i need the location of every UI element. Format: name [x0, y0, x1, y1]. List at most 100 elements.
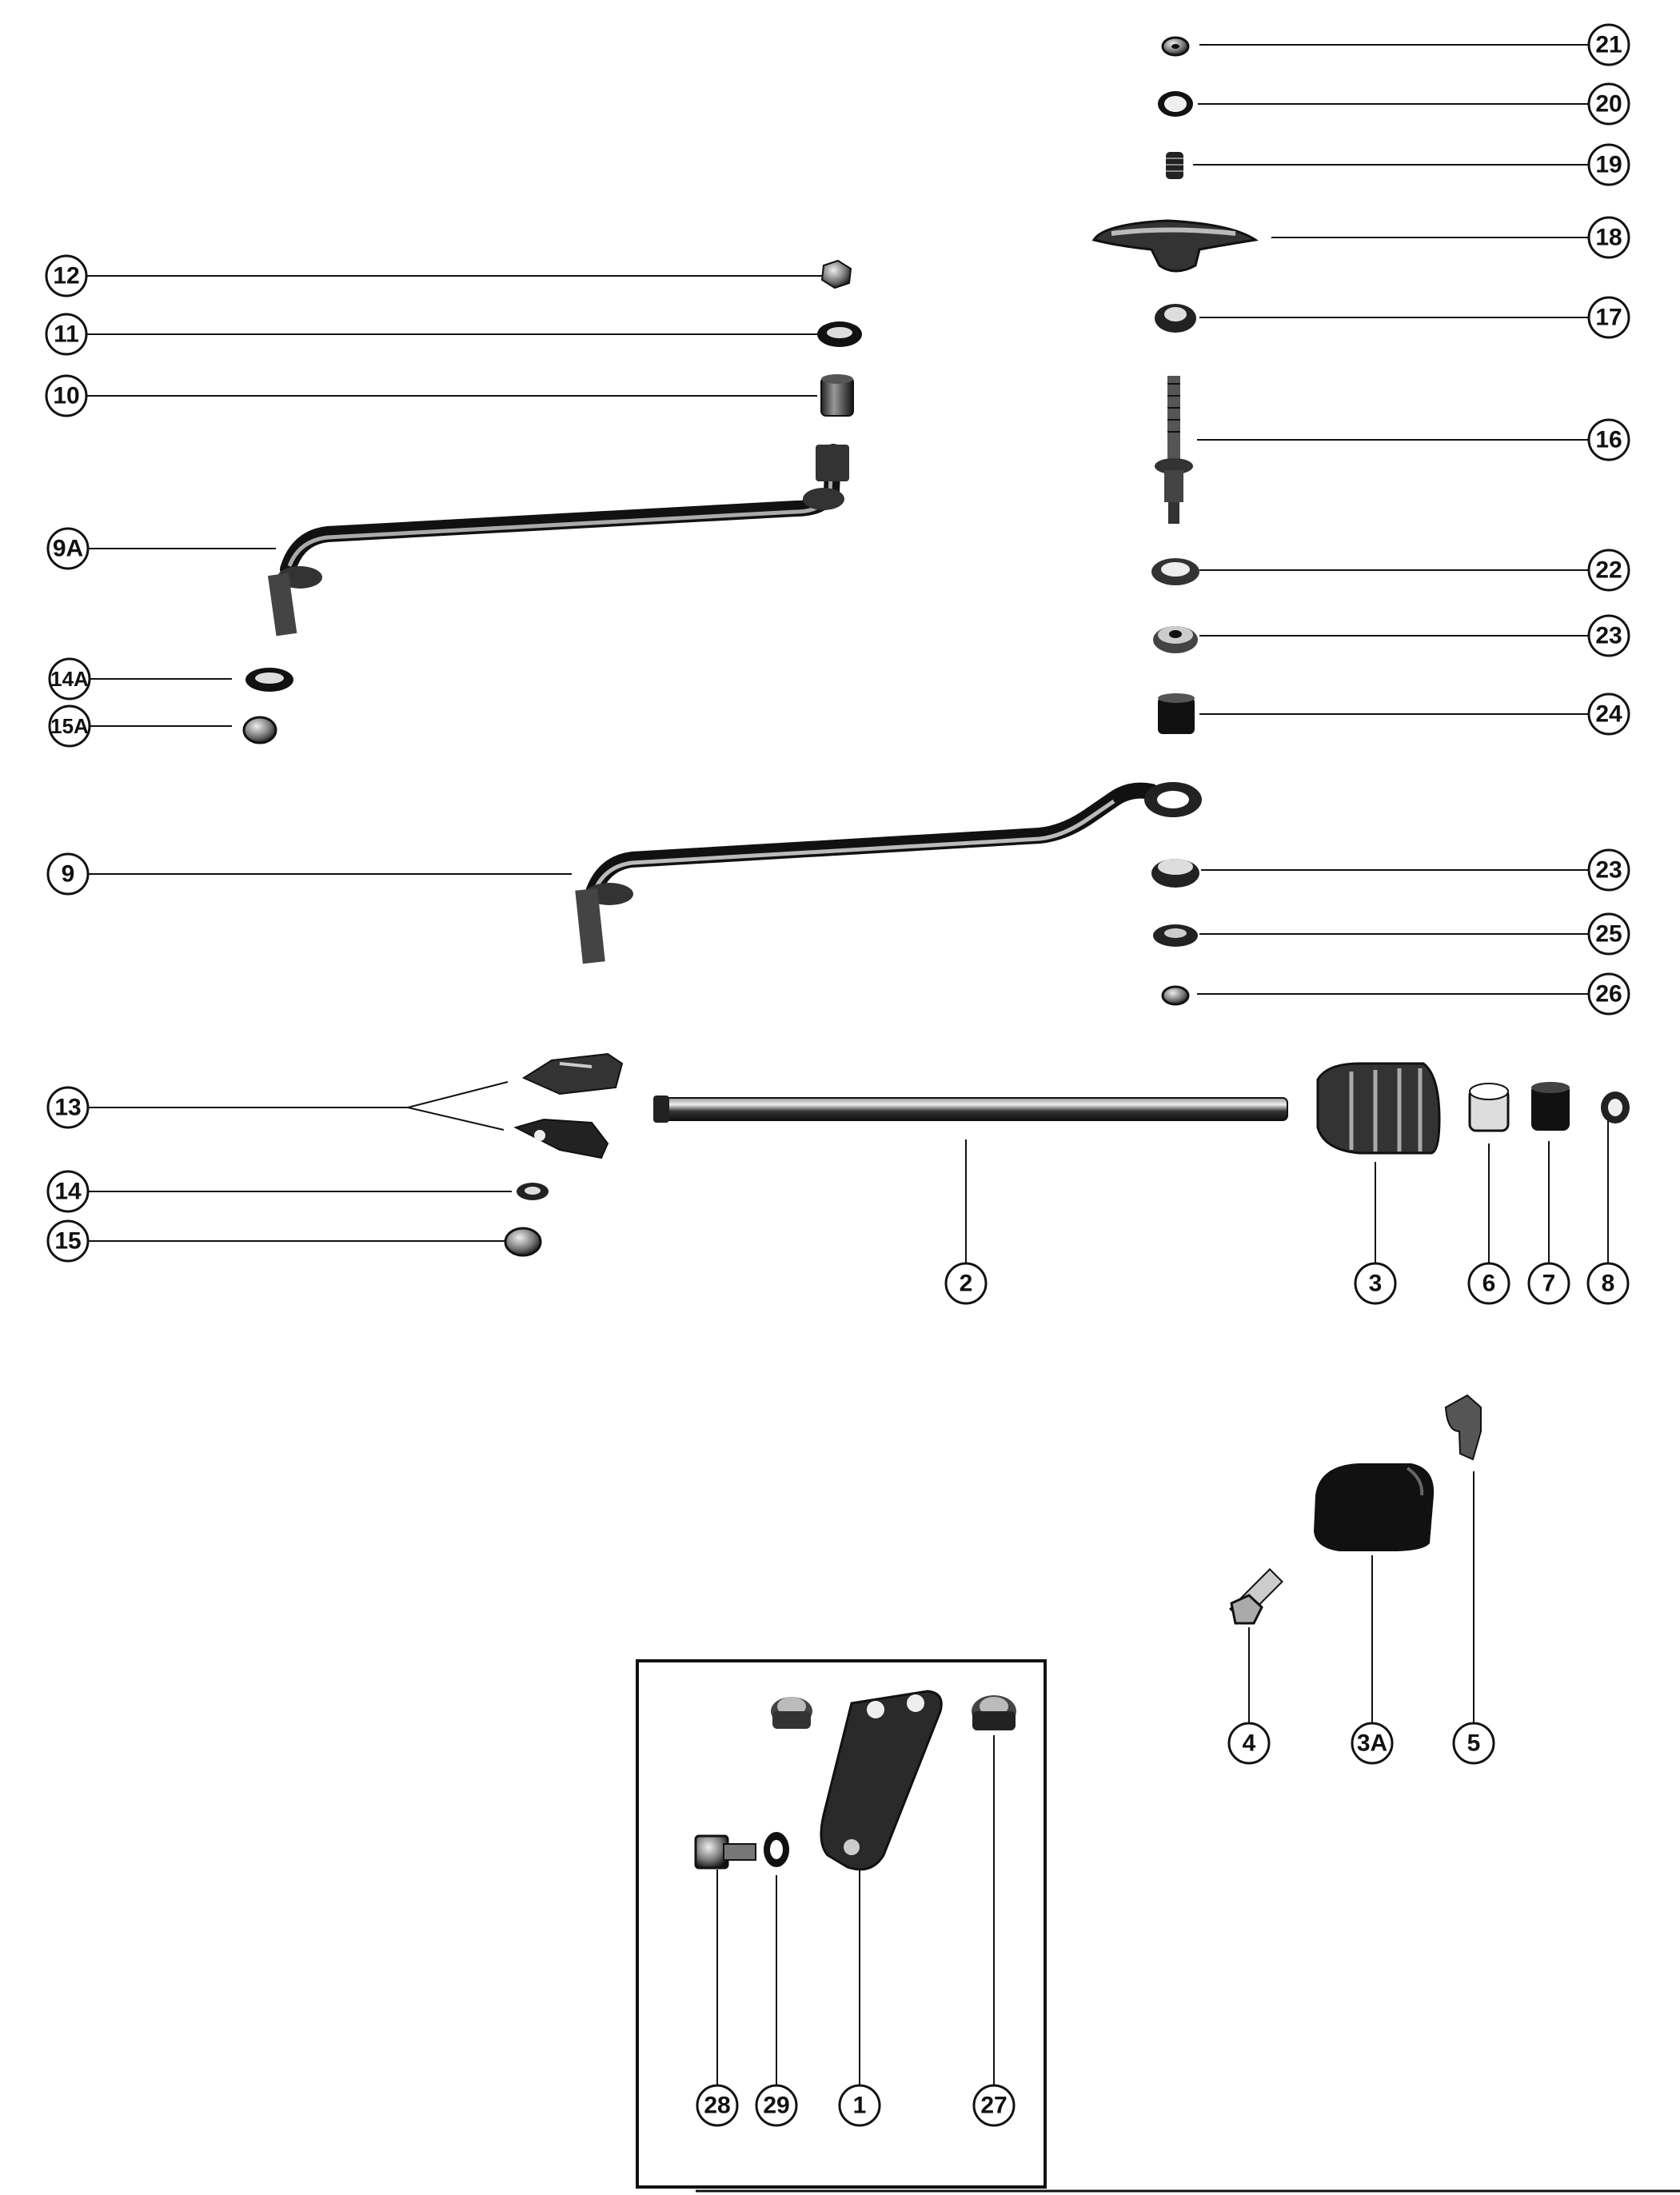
- callout-16: 16: [1587, 418, 1630, 461]
- svg-text:21: 21: [1595, 32, 1622, 58]
- part-9A-shift-rod: [267, 444, 849, 637]
- part-14-washer: [517, 1183, 549, 1200]
- svg-text:25: 25: [1595, 921, 1622, 948]
- callout-10: 10: [45, 374, 88, 417]
- part-27-grommet-right: [972, 1695, 1016, 1730]
- part-12-nut: [820, 259, 852, 289]
- callout-12: 12: [45, 254, 88, 297]
- part-11-washer: [817, 321, 862, 347]
- callout-9A: 9A: [46, 527, 90, 570]
- svg-text:9: 9: [62, 861, 75, 888]
- part-16-stud: [1155, 376, 1193, 524]
- part-8-washer: [1601, 1092, 1630, 1123]
- svg-text:10: 10: [53, 383, 79, 409]
- svg-text:16: 16: [1595, 427, 1622, 453]
- callout-14A: 14A: [48, 657, 91, 700]
- callout-23-lower: 23: [1587, 848, 1630, 892]
- svg-text:2: 2: [960, 1271, 973, 1297]
- part-5-clip: [1444, 1394, 1482, 1461]
- part-26-nut: [1161, 985, 1190, 1006]
- svg-text:4: 4: [1243, 1730, 1256, 1757]
- svg-text:28: 28: [704, 2093, 730, 2119]
- callout-11: 11: [45, 313, 88, 356]
- callout-17: 17: [1587, 296, 1630, 339]
- callout-15: 15: [46, 1219, 90, 1263]
- svg-text:23: 23: [1595, 623, 1622, 649]
- part-20-washer: [1158, 91, 1193, 117]
- callout-1: 1: [838, 2084, 881, 2127]
- callout-19: 19: [1587, 143, 1630, 186]
- part-23-bushing-upper: [1153, 626, 1198, 653]
- callout-21: 21: [1587, 23, 1630, 66]
- part-13-clips: [513, 1052, 624, 1159]
- svg-text:8: 8: [1602, 1271, 1615, 1297]
- part-25-washer: [1153, 924, 1198, 947]
- svg-text:23: 23: [1595, 857, 1622, 884]
- callout-5: 5: [1452, 1722, 1495, 1765]
- callout-6: 6: [1467, 1262, 1510, 1305]
- callout-22: 22: [1587, 549, 1630, 592]
- callout-25: 25: [1587, 912, 1630, 956]
- callout-9: 9: [46, 852, 90, 896]
- svg-text:13: 13: [54, 1095, 81, 1121]
- part-27-grommet-left: [771, 1697, 812, 1729]
- part-15-nut: [504, 1227, 542, 1257]
- part-23-bushing-lower: [1151, 859, 1199, 888]
- svg-text:17: 17: [1595, 305, 1622, 331]
- callout-28: 28: [696, 2084, 739, 2127]
- part-17-nut: [1155, 304, 1196, 333]
- callout-15A: 15A: [48, 704, 91, 748]
- callout-13: 13: [46, 1086, 90, 1129]
- svg-text:5: 5: [1467, 1730, 1481, 1757]
- svg-text:15A: 15A: [50, 714, 89, 738]
- callout-23-upper: 23: [1587, 614, 1630, 657]
- svg-text:15: 15: [54, 1228, 81, 1255]
- callout-14: 14: [46, 1170, 90, 1213]
- leader-lines: [86, 44, 1609, 2085]
- callout-24: 24: [1587, 692, 1630, 736]
- part-24-spacer: [1158, 693, 1195, 734]
- callout-27: 27: [972, 2084, 1016, 2127]
- part-3A-knob-cover: [1314, 1463, 1435, 1551]
- callouts: 21 20 19 18 17 16 12 11 10 9A 14A 15A 22…: [45, 23, 1630, 2127]
- part-19-set-screw: [1166, 152, 1183, 179]
- svg-text:14: 14: [54, 1179, 82, 1205]
- callout-7: 7: [1527, 1262, 1570, 1305]
- callout-20: 20: [1587, 82, 1630, 126]
- leader-13b: [407, 1107, 505, 1131]
- callout-29: 29: [755, 2084, 798, 2127]
- part-4-bolt: [1229, 1568, 1283, 1625]
- callout-2: 2: [944, 1262, 988, 1305]
- part-29-lock-washer: [764, 1832, 789, 1867]
- svg-text:26: 26: [1595, 981, 1622, 1008]
- part-14A-washer: [245, 668, 293, 692]
- svg-text:19: 19: [1595, 152, 1622, 178]
- part-9-shift-rod: [575, 782, 1202, 964]
- part-1-bracket: [820, 1690, 943, 1871]
- part-15A-nut: [242, 716, 277, 744]
- svg-text:1: 1: [853, 2093, 867, 2119]
- svg-text:20: 20: [1595, 91, 1622, 118]
- callout-4: 4: [1227, 1722, 1271, 1765]
- callout-26: 26: [1587, 972, 1630, 1016]
- svg-text:22: 22: [1595, 557, 1622, 584]
- svg-text:29: 29: [763, 2093, 789, 2119]
- svg-text:7: 7: [1542, 1271, 1556, 1297]
- svg-text:12: 12: [53, 263, 79, 289]
- svg-text:11: 11: [54, 321, 79, 348]
- part-7-spacer: [1531, 1082, 1570, 1131]
- inset-box: [636, 1659, 1047, 2189]
- svg-text:3: 3: [1369, 1271, 1383, 1297]
- part-18-handle: [1091, 219, 1259, 273]
- svg-text:3A: 3A: [1357, 1730, 1387, 1757]
- svg-text:14A: 14A: [50, 667, 89, 691]
- svg-text:27: 27: [980, 2093, 1007, 2119]
- part-28-bolt: [694, 1834, 756, 1870]
- callout-8: 8: [1586, 1262, 1630, 1305]
- callout-18: 18: [1587, 216, 1630, 259]
- svg-text:18: 18: [1595, 225, 1622, 251]
- part-10-bushing: [820, 374, 854, 417]
- callout-3A: 3A: [1351, 1722, 1394, 1765]
- callout-3: 3: [1354, 1262, 1397, 1305]
